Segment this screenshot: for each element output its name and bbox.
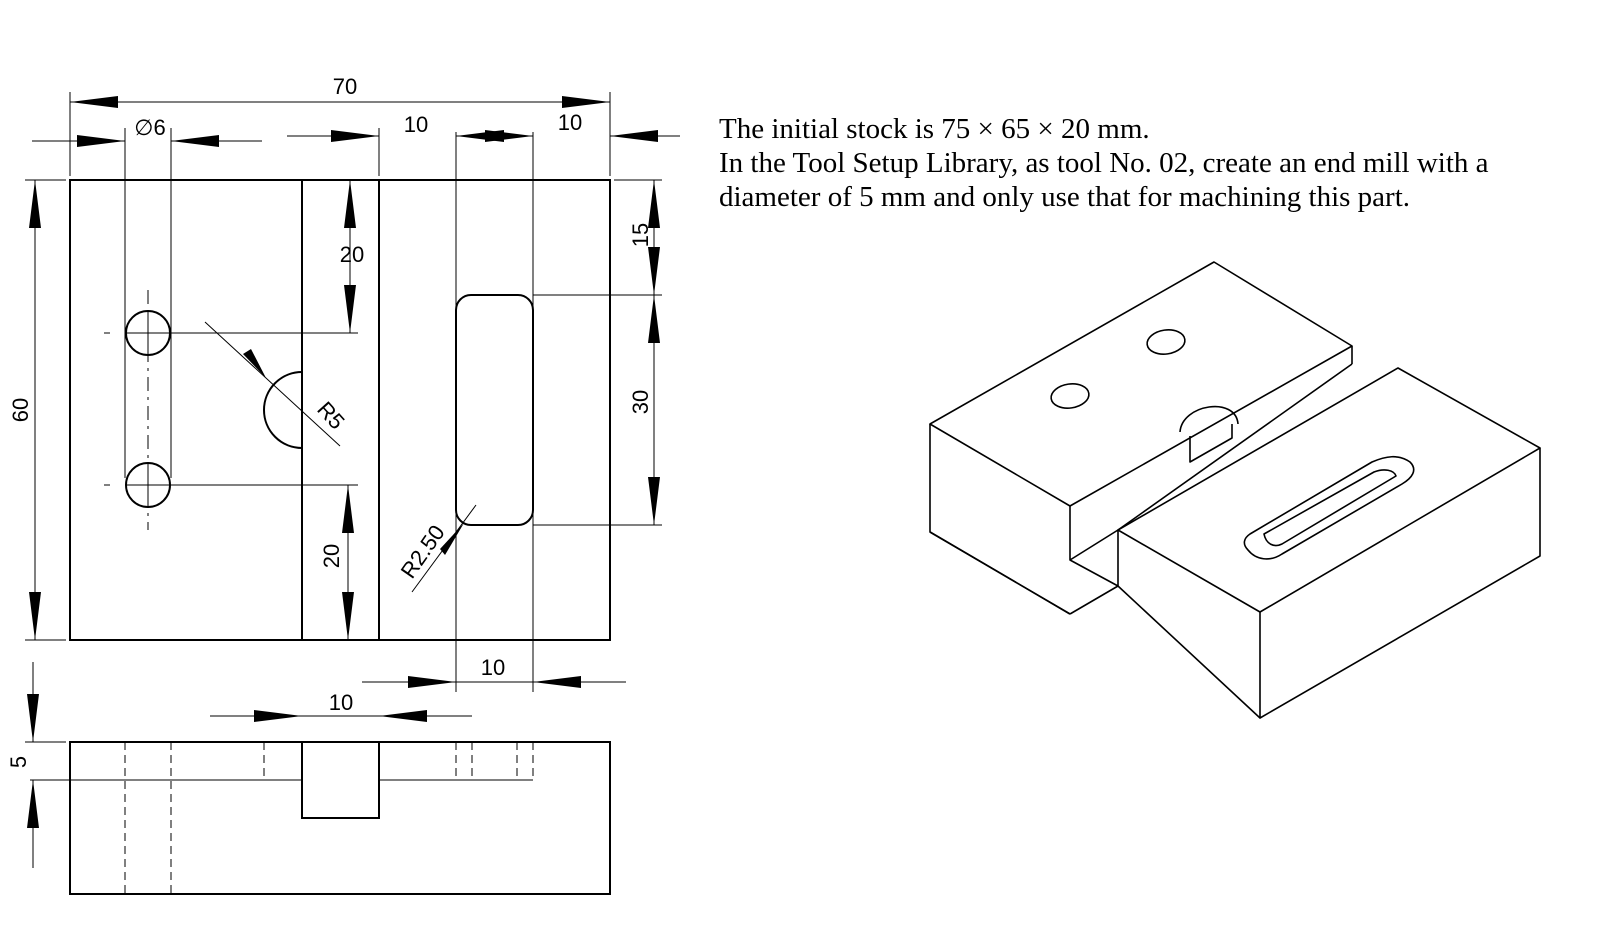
dim-groove-width-arrow-left xyxy=(254,710,302,722)
dim-15-arrow-bottom xyxy=(648,247,660,295)
top-view-outline xyxy=(69,179,611,641)
dim-30-arrow-top xyxy=(648,295,660,343)
tool-setup-note-line-2: diameter of 5 mm and only use that for m… xyxy=(719,181,1411,213)
iso-pocket-inner xyxy=(1263,469,1397,547)
iso-groove-wall xyxy=(1069,506,1119,587)
dim-groove-width-arrow-right xyxy=(379,710,427,722)
dim-overall-height: 60 xyxy=(8,398,33,422)
dim-upper-hole-offset: 20 xyxy=(340,242,364,267)
iso-semicircle-notch xyxy=(1179,405,1239,463)
semicircle-notch xyxy=(263,371,303,449)
dim-arc-radius: R5 xyxy=(312,397,349,435)
dim-15-arrow-top xyxy=(648,180,660,228)
groove-profile xyxy=(301,742,380,819)
dim-slot-arrow-left xyxy=(331,130,379,142)
iso-right-block-top xyxy=(1117,367,1541,613)
dim-groove-depth: 5 xyxy=(6,756,31,768)
tool-setup-note-line-1: In the Tool Setup Library, as tool No. 0… xyxy=(719,147,1489,179)
dim-top-to-pocket: 15 xyxy=(628,223,653,247)
dim-slot-offset-left: 10 xyxy=(404,112,428,137)
notch-radius-leader xyxy=(204,321,341,447)
iso-hole-2 xyxy=(1146,329,1186,355)
iso-left-block-front xyxy=(929,424,1071,615)
iso-left-block-top xyxy=(929,261,1353,507)
iso-hole-1 xyxy=(1050,383,1090,409)
dim-pocket-length: 30 xyxy=(628,390,653,414)
pocket-radius-arrow xyxy=(440,523,464,555)
rounded-pocket xyxy=(455,294,534,526)
dim-right-arrow xyxy=(610,130,658,142)
iso-right-block-side xyxy=(1259,448,1541,719)
dim-60-arrow-top xyxy=(29,180,41,228)
dim-depth-arrow-bottom xyxy=(27,780,39,828)
dim-overall-width: 70 xyxy=(333,74,357,99)
iso-front-bottom xyxy=(1069,585,1261,719)
dim-20-upper-arrow-bottom xyxy=(344,285,356,333)
notch-radius-arrow xyxy=(243,349,266,378)
dim-pocket-width-arrow-right xyxy=(533,676,581,688)
dim-pocket-width-arrow-left xyxy=(408,676,456,688)
front-view: 10 5 xyxy=(6,662,611,895)
dim-diameter-arrow-left xyxy=(77,135,125,147)
front-view-outline xyxy=(69,741,611,895)
dim-70-arrow-left xyxy=(70,96,118,108)
dim-20-lower-arrow-bottom xyxy=(342,592,354,640)
isometric-view xyxy=(929,261,1541,719)
dim-70-arrow-right xyxy=(562,96,610,108)
dim-groove-width: 10 xyxy=(329,690,353,715)
dim-pocket-arrow-right xyxy=(485,130,533,142)
dim-60-arrow-bottom xyxy=(29,592,41,640)
dim-30-arrow-bottom xyxy=(648,477,660,525)
dim-diameter-arrow-right xyxy=(171,135,219,147)
dim-slot-offset-right: 10 xyxy=(558,110,582,135)
stock-size-note: The initial stock is 75 × 65 × 20 mm. xyxy=(719,113,1150,145)
iso-groove-floor xyxy=(1117,363,1353,531)
iso-left-bottom xyxy=(929,531,1071,615)
dim-pocket-width: 10 xyxy=(481,655,505,680)
dim-20-upper-arrow-top xyxy=(344,180,356,228)
iso-pocket-outer xyxy=(1243,455,1415,560)
dim-lower-hole-offset: 20 xyxy=(319,544,344,568)
dim-depth-arrow-top xyxy=(27,694,39,742)
dim-hole-diameter: ∅6 xyxy=(134,115,165,140)
instructions-text: The initial stock is 75 × 65 × 20 mm. In… xyxy=(719,112,1579,214)
top-view: 70 ∅6 10 10 60 15 30 xyxy=(8,74,680,692)
dim-20-lower-arrow-top xyxy=(342,485,354,533)
